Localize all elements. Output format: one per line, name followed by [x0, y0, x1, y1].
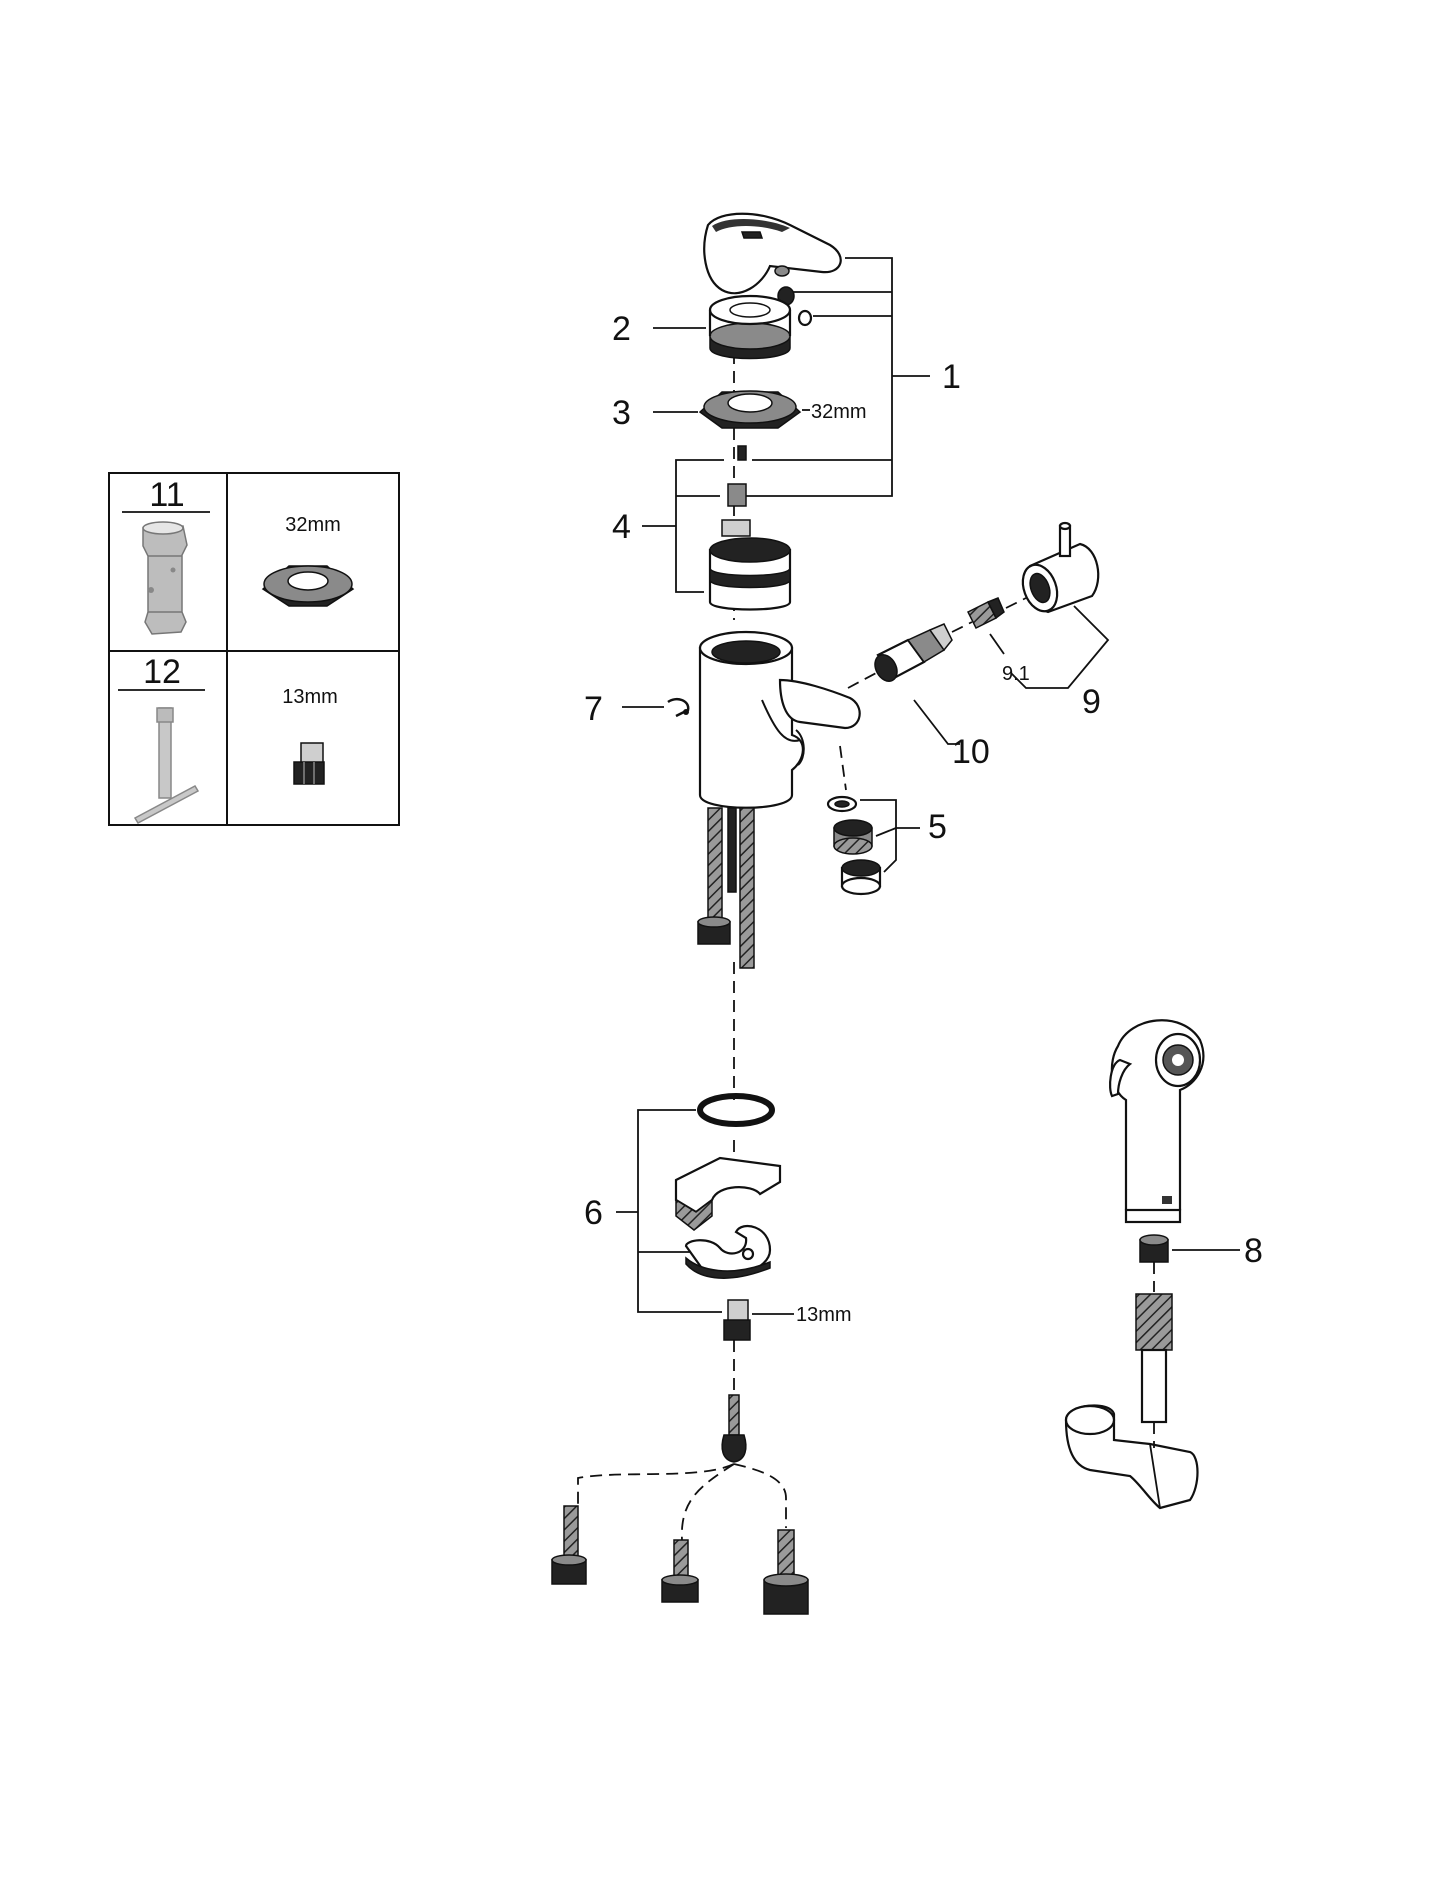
socket-wrench-tool-11	[142, 521, 188, 635]
clip-part-7	[667, 698, 690, 718]
t-wrench-tool-12	[133, 707, 200, 824]
popup-rod-and-hoses	[551, 1394, 809, 1615]
tools-table: 11 32mm 12 13mm	[108, 472, 400, 826]
tool-12-number: 12	[143, 653, 181, 691]
tool-11-number: 11	[149, 476, 184, 514]
callout-1: 1	[942, 358, 961, 396]
callout-7: 7	[584, 690, 603, 728]
dim-13mm-nut: 13mm	[796, 1304, 852, 1326]
hex-fitting-icon	[293, 742, 325, 785]
cartridge-part-4	[708, 445, 792, 611]
supply-hoses	[697, 807, 755, 969]
callout-8: 8	[1244, 1232, 1263, 1270]
dim-32mm-ring: 32mm	[811, 401, 867, 423]
tool-12-size: 13mm	[282, 686, 338, 708]
valve-part-9-1	[966, 597, 1005, 630]
callout-9-1: 9.1	[1002, 663, 1030, 685]
callout-2: 2	[612, 310, 631, 348]
mounting-set-part-6	[674, 1093, 782, 1341]
callout-5: 5	[928, 808, 947, 846]
faucet-body	[698, 630, 861, 809]
callout-4: 4	[612, 508, 631, 546]
ring-nut-part-3	[698, 390, 802, 429]
ring-nut-icon	[261, 565, 355, 607]
callout-6: 6	[584, 1194, 603, 1232]
cap-ring-part-2	[708, 294, 792, 360]
callout-9: 9	[1082, 683, 1101, 721]
tool-11-size: 32mm	[285, 514, 341, 536]
flow-regulator-part-10	[874, 623, 953, 682]
hand-shower-part-8	[1064, 1019, 1205, 1510]
callout-10: 10	[952, 733, 990, 771]
diverter-knob-part-9	[1021, 521, 1100, 614]
callout-bracket-1	[745, 257, 930, 497]
callout-3: 3	[612, 394, 631, 432]
aerator-part-5	[826, 745, 882, 896]
